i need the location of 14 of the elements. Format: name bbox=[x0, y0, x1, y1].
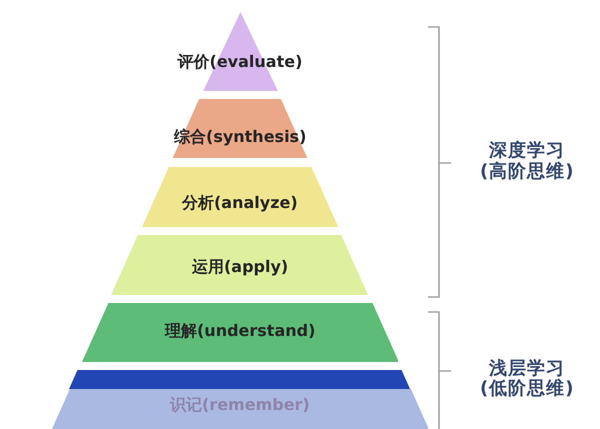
pyramid-level bbox=[82, 303, 398, 362]
pyramid-band bbox=[69, 370, 410, 389]
level-label: 理解(understand) bbox=[164, 321, 316, 341]
level-label: 运用(apply) bbox=[192, 257, 288, 277]
bracket-label: 深度学习 bbox=[489, 140, 565, 160]
pyramid-level bbox=[111, 235, 368, 295]
pyramid-level bbox=[142, 167, 338, 227]
bracket-label: (低阶思维) bbox=[480, 378, 574, 398]
bracket-label: (高阶思维) bbox=[480, 160, 574, 182]
pyramid-base bbox=[52, 389, 428, 429]
level-label: 分析(analyze) bbox=[182, 193, 298, 213]
level-label: 评价(evaluate) bbox=[178, 52, 302, 72]
level-label: 识记(remember) bbox=[170, 395, 310, 415]
bracket-label: 浅层学习 bbox=[489, 358, 565, 378]
